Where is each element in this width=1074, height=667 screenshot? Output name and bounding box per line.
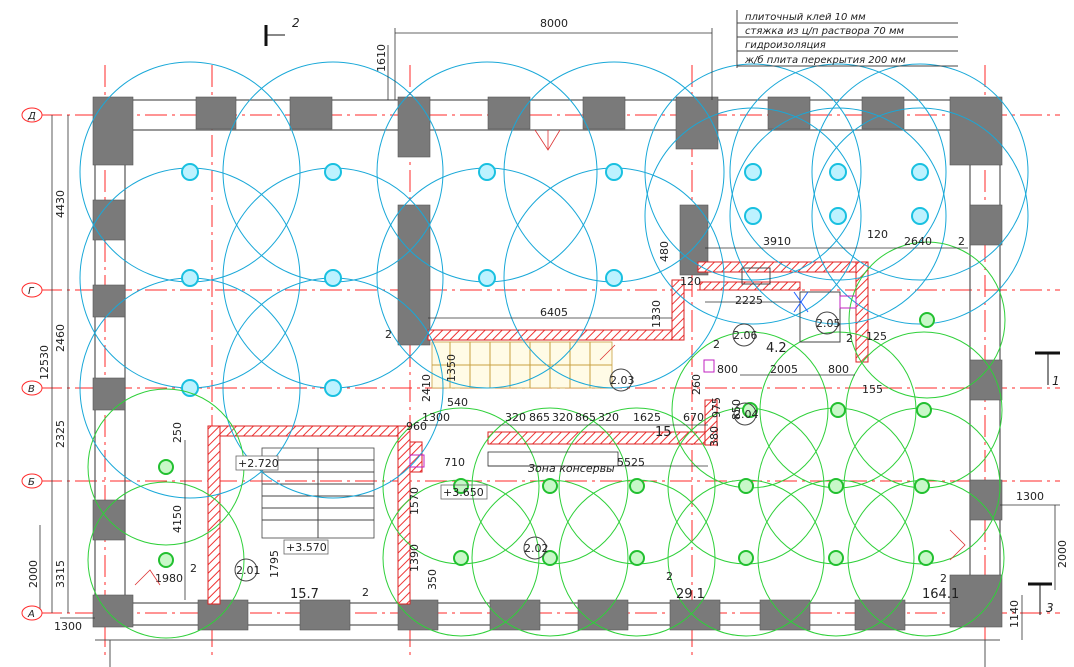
axis-label-g: Г — [28, 286, 35, 297]
dim-710: 710 — [444, 456, 465, 469]
dim-2640: 2640 — [904, 235, 932, 248]
dim-2-d: 2 — [846, 332, 853, 345]
section-mark-3: 3 — [1046, 601, 1054, 615]
dim-2225: 2225 — [735, 294, 763, 307]
dim-975: 975 — [710, 397, 723, 418]
dim-865-a: 865 — [529, 411, 550, 424]
dim-2410: 2410 — [420, 374, 433, 402]
room-2-03: 2.03 — [610, 374, 635, 387]
dim-800-a: 800 — [717, 363, 738, 376]
dim-1300: 1300 — [422, 411, 450, 424]
brick-partitions — [207, 261, 869, 605]
stair-upper — [431, 341, 613, 389]
green-sprinkler-heads — [158, 312, 935, 568]
dim-320-b: 320 — [552, 411, 573, 424]
dim-5525: 5525 — [617, 456, 645, 469]
dim-4430: 4430 — [54, 190, 67, 218]
dim-1330: 1330 — [650, 300, 663, 328]
area-15-7: 15.7 — [290, 587, 319, 602]
dim-120-a: 120 — [867, 228, 888, 241]
room-2-04: 2.04 — [734, 408, 759, 421]
dim-320-a: 320 — [505, 411, 526, 424]
note-3: гидроизоляция — [745, 40, 826, 51]
dim-2005: 2005 — [770, 363, 798, 376]
note-4: ж/б плита перекрытия 200 мм — [744, 54, 906, 66]
dim-1625: 1625 — [633, 411, 661, 424]
dim-800-b: 800 — [828, 363, 849, 376]
dim-6405: 6405 — [540, 306, 568, 319]
level-2720: +2.720 — [238, 457, 279, 470]
layer-notes: плиточный клей 10 мм стяжка из ц/п раств… — [736, 10, 958, 68]
room-2-01: 2.01 — [236, 564, 261, 577]
dim-1300-right: 1300 — [1016, 490, 1044, 503]
dim-2460: 2460 — [54, 324, 67, 352]
dim-2000-left: 2000 — [27, 560, 40, 588]
area-29-1: 29.1 — [676, 587, 705, 602]
dim-1140: 1140 — [1008, 600, 1021, 628]
note-1: плиточный клей 10 мм — [745, 12, 866, 23]
dim-120-b: 120 — [680, 275, 701, 288]
blue-sprinkler-heads — [181, 163, 929, 397]
dim-2000-right: 2000 — [1056, 540, 1069, 568]
dim-3315: 3315 — [54, 560, 67, 588]
area-164-1: 164.1 — [922, 587, 959, 602]
dim-960: 960 — [406, 420, 427, 433]
dim-2325: 2325 — [54, 420, 67, 448]
dim-2-h: 2 — [940, 572, 947, 585]
room-2-02: 2.02 — [524, 542, 549, 555]
sanitary-rooms — [409, 267, 857, 468]
dim-865-b: 865 — [575, 411, 596, 424]
axis-label-v: В — [28, 384, 35, 395]
zone-label: Зона консервы — [528, 462, 615, 475]
dim-1570: 1570 — [408, 487, 421, 515]
stair-lower — [261, 447, 375, 539]
dimension-texts: 8000 1610 12530 4430 2460 2325 3315 2000… — [27, 17, 1069, 633]
door-swings — [134, 129, 966, 586]
dim-1795: 1795 — [268, 550, 281, 578]
dim-250: 250 — [171, 422, 184, 443]
dim-380: 380 — [708, 426, 721, 447]
dim-12530: 12530 — [38, 345, 51, 380]
level-3650: +3.650 — [443, 486, 484, 499]
dim-1300-bottom: 1300 — [54, 620, 82, 633]
dim-2-f: 2 — [362, 586, 369, 599]
dim-540: 540 — [447, 396, 468, 409]
axis-label-a: А — [27, 609, 35, 620]
dim-2-c: 2 — [713, 338, 720, 351]
axis-label-d: Д — [27, 111, 36, 122]
room-2-05: 2.05 — [816, 317, 841, 330]
dim-8000: 8000 — [540, 17, 568, 30]
dim-125: 125 — [866, 330, 887, 343]
dim-260: 260 — [690, 374, 703, 395]
dim-4150: 4150 — [171, 505, 184, 533]
dim-2-a: 2 — [958, 235, 965, 248]
level-3570: +3.570 — [286, 541, 327, 554]
dim-1610: 1610 — [375, 44, 388, 72]
section-mark-1: 1 — [1052, 374, 1060, 388]
dim-2-b: 2 — [385, 328, 392, 341]
dim-1390: 1390 — [408, 544, 421, 572]
dim-1350: 1350 — [445, 354, 458, 382]
axis-bubbles: Д Г В Б А — [21, 107, 43, 621]
dim-1980: 1980 — [155, 572, 183, 585]
dim-2-g: 2 — [666, 570, 673, 583]
dim-2-e: 2 — [190, 562, 197, 575]
area-4-2: 4.2 — [766, 341, 787, 356]
dim-670: 670 — [683, 411, 704, 424]
room-markers: 2.01 2.02 2.03 2.04 2.05 2.06 15.7 29.1 … — [234, 311, 959, 602]
level-marks: +2.720 +3.570 +3.650 — [235, 455, 488, 555]
dim-320-c: 320 — [598, 411, 619, 424]
axis-label-b: Б — [28, 477, 35, 488]
section-marks: 2 1 3 — [264, 16, 1060, 615]
section-mark-2: 2 — [292, 16, 300, 30]
note-2: стяжка из ц/п раствора 70 мм — [745, 26, 904, 37]
room-2-06: 2.06 — [733, 329, 758, 342]
dim-480: 480 — [658, 241, 671, 262]
dim-155: 155 — [862, 383, 883, 396]
dim-350: 350 — [426, 569, 439, 590]
dimension-lines — [39, 28, 1060, 640]
area-15: 15 — [655, 425, 672, 440]
dim-3910: 3910 — [763, 235, 791, 248]
